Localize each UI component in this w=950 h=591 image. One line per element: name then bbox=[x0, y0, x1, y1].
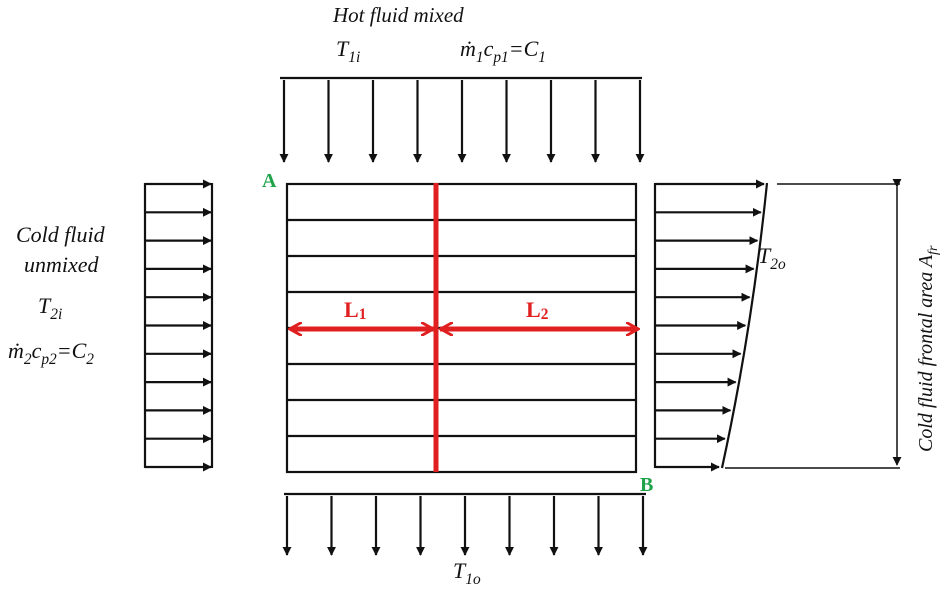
corner-b-label: B bbox=[640, 474, 653, 496]
length-l1-label: L1 bbox=[344, 297, 366, 323]
cold-inlet-temp: T2i bbox=[38, 293, 62, 323]
hot-capacity-rate: ṁ1cp1=C1 bbox=[460, 36, 546, 66]
hot-outlet-temp: T1o bbox=[453, 558, 481, 588]
frontal-area-dimension bbox=[725, 178, 902, 469]
cold-outlet-temp: T2o bbox=[758, 243, 786, 273]
frontal-area-label: Cold fluid frontal area Afr bbox=[915, 245, 941, 452]
cold-capacity-rate: ṁ2cp2=C2 bbox=[8, 338, 94, 368]
cold-inlet-arrows bbox=[143, 179, 214, 472]
cold-fluid-title-line2: unmixed bbox=[24, 252, 100, 277]
hot-inlet-arrows bbox=[279, 76, 645, 163]
corner-a-label: A bbox=[262, 170, 277, 192]
outlet-temperature-profile bbox=[720, 182, 769, 469]
hot-outlet-arrows bbox=[282, 492, 648, 556]
hot-fluid-title: Hot fluid mixed bbox=[332, 3, 464, 27]
hot-inlet-temp: T1i bbox=[336, 36, 360, 66]
cold-fluid-title-line1: Cold fluid bbox=[16, 222, 106, 247]
length-indicators bbox=[291, 183, 637, 472]
length-l2-label: L2 bbox=[526, 297, 549, 323]
cold-outlet-arrows bbox=[653, 179, 769, 472]
